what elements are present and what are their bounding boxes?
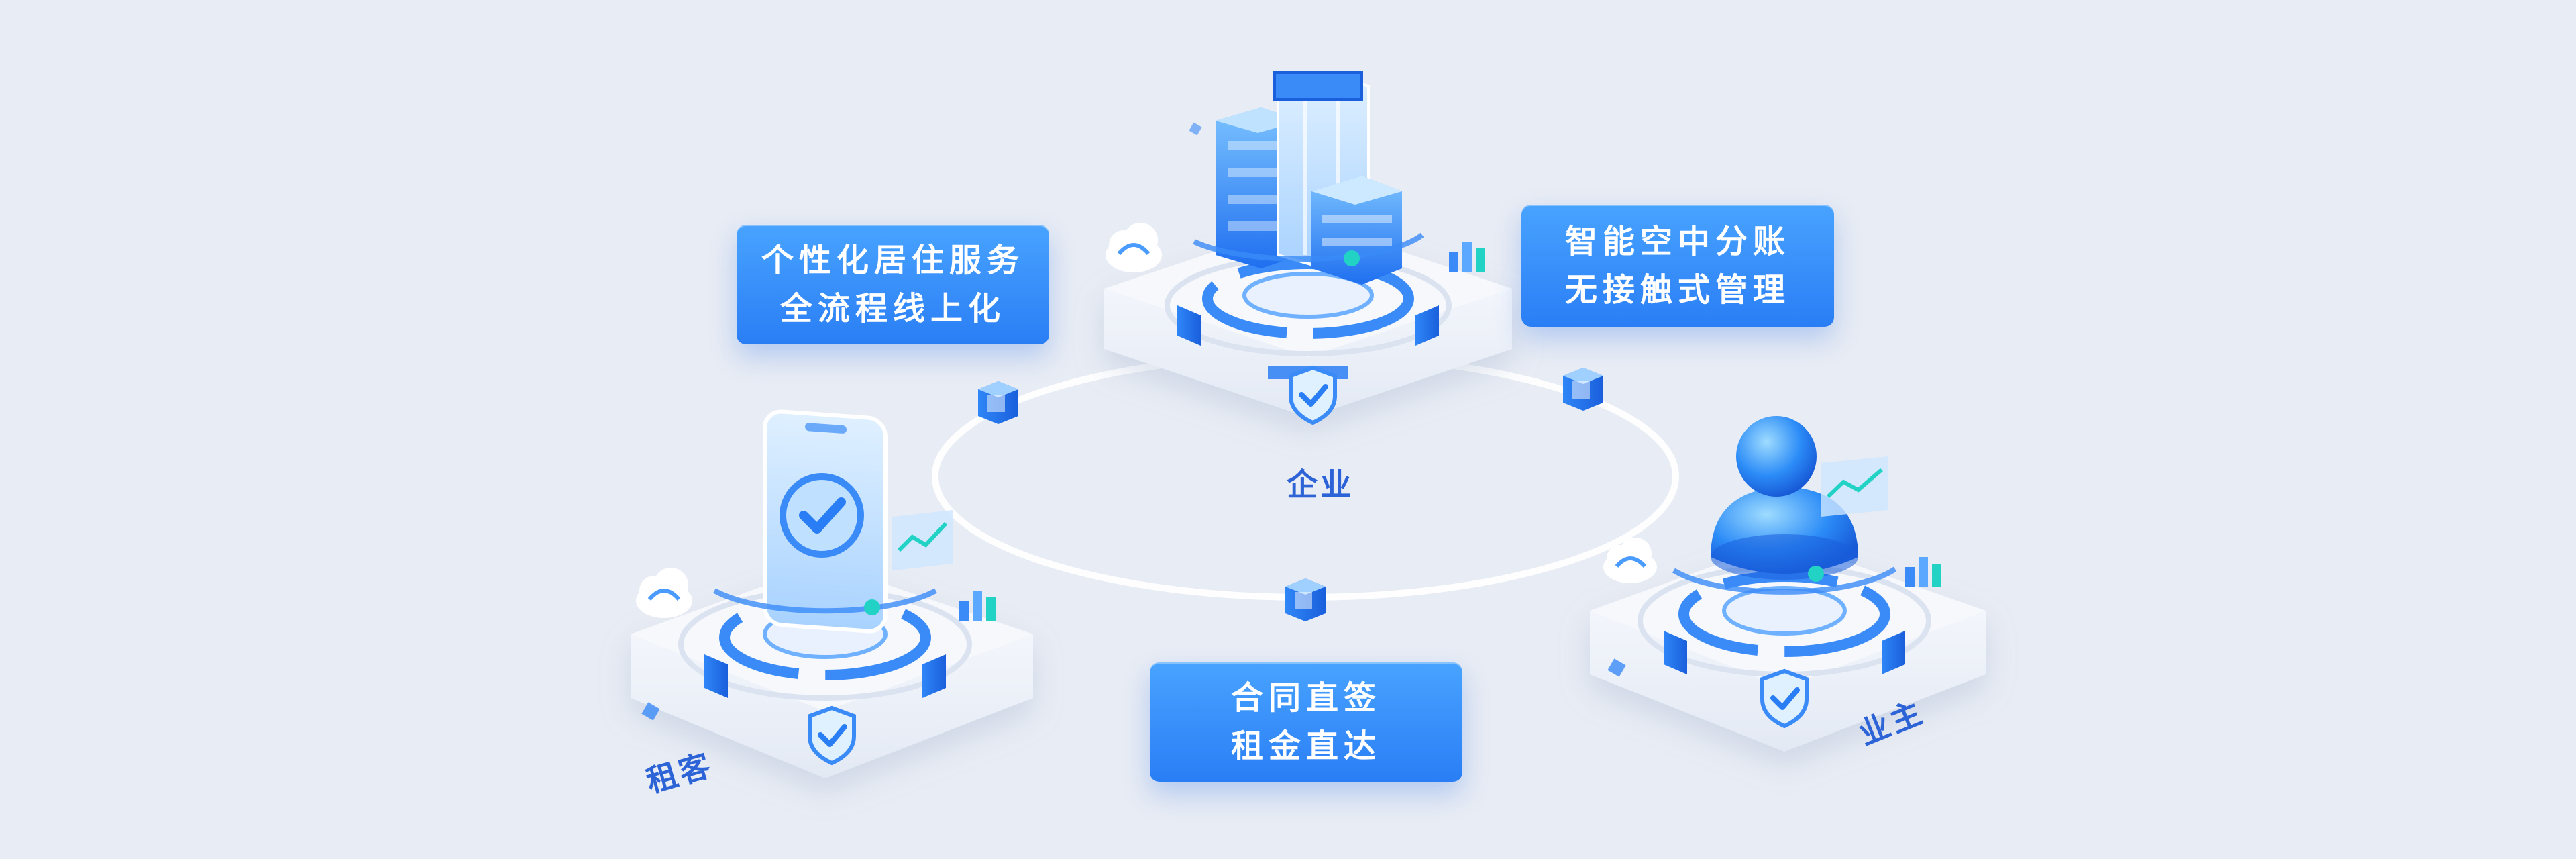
- cloud-icon: [636, 568, 692, 618]
- person-icon: [1711, 416, 1858, 580]
- badge-right-line1: 智能空中分账: [1564, 223, 1790, 260]
- badge-right-line2: 无接触式管理: [1564, 271, 1790, 309]
- shield-check-icon: [808, 705, 856, 766]
- cube-icon: [1563, 368, 1603, 411]
- bar-chart-icon: [959, 591, 996, 621]
- badge-left-line1: 个性化居住服务: [761, 242, 1024, 279]
- feature-badge-bottom: 合同直签 租金直达: [1150, 662, 1462, 782]
- smartphone-check-icon: [763, 409, 888, 634]
- bar-chart-icon: [1905, 557, 1941, 587]
- feature-badge-right: 智能空中分账 无接触式管理: [1521, 205, 1834, 327]
- badge-left-line2: 全流程线上化: [780, 290, 1006, 327]
- feature-badge-left: 个性化居住服务 全流程线上化: [737, 225, 1049, 344]
- office-building-icon: [1216, 70, 1402, 285]
- owner-platform: [1590, 416, 1986, 752]
- wave-panel-icon: [1821, 456, 1888, 517]
- cloud-icon: [1603, 538, 1657, 583]
- cloud-icon: [1106, 223, 1162, 272]
- tenant-platform: [631, 409, 1033, 778]
- shield-check-icon: [1289, 365, 1337, 425]
- role-label-enterprise: 企业: [1287, 466, 1354, 503]
- badge-bottom-line2: 租金直达: [1230, 727, 1381, 765]
- cube-icon: [978, 381, 1018, 424]
- shield-check-icon: [1760, 668, 1809, 729]
- badge-bottom-line1: 合同直签: [1230, 679, 1381, 717]
- enterprise-platform: [1104, 70, 1512, 425]
- cube-icon: [1285, 578, 1326, 621]
- bar-chart-icon: [1449, 242, 1485, 272]
- wave-panel-icon: [892, 510, 953, 570]
